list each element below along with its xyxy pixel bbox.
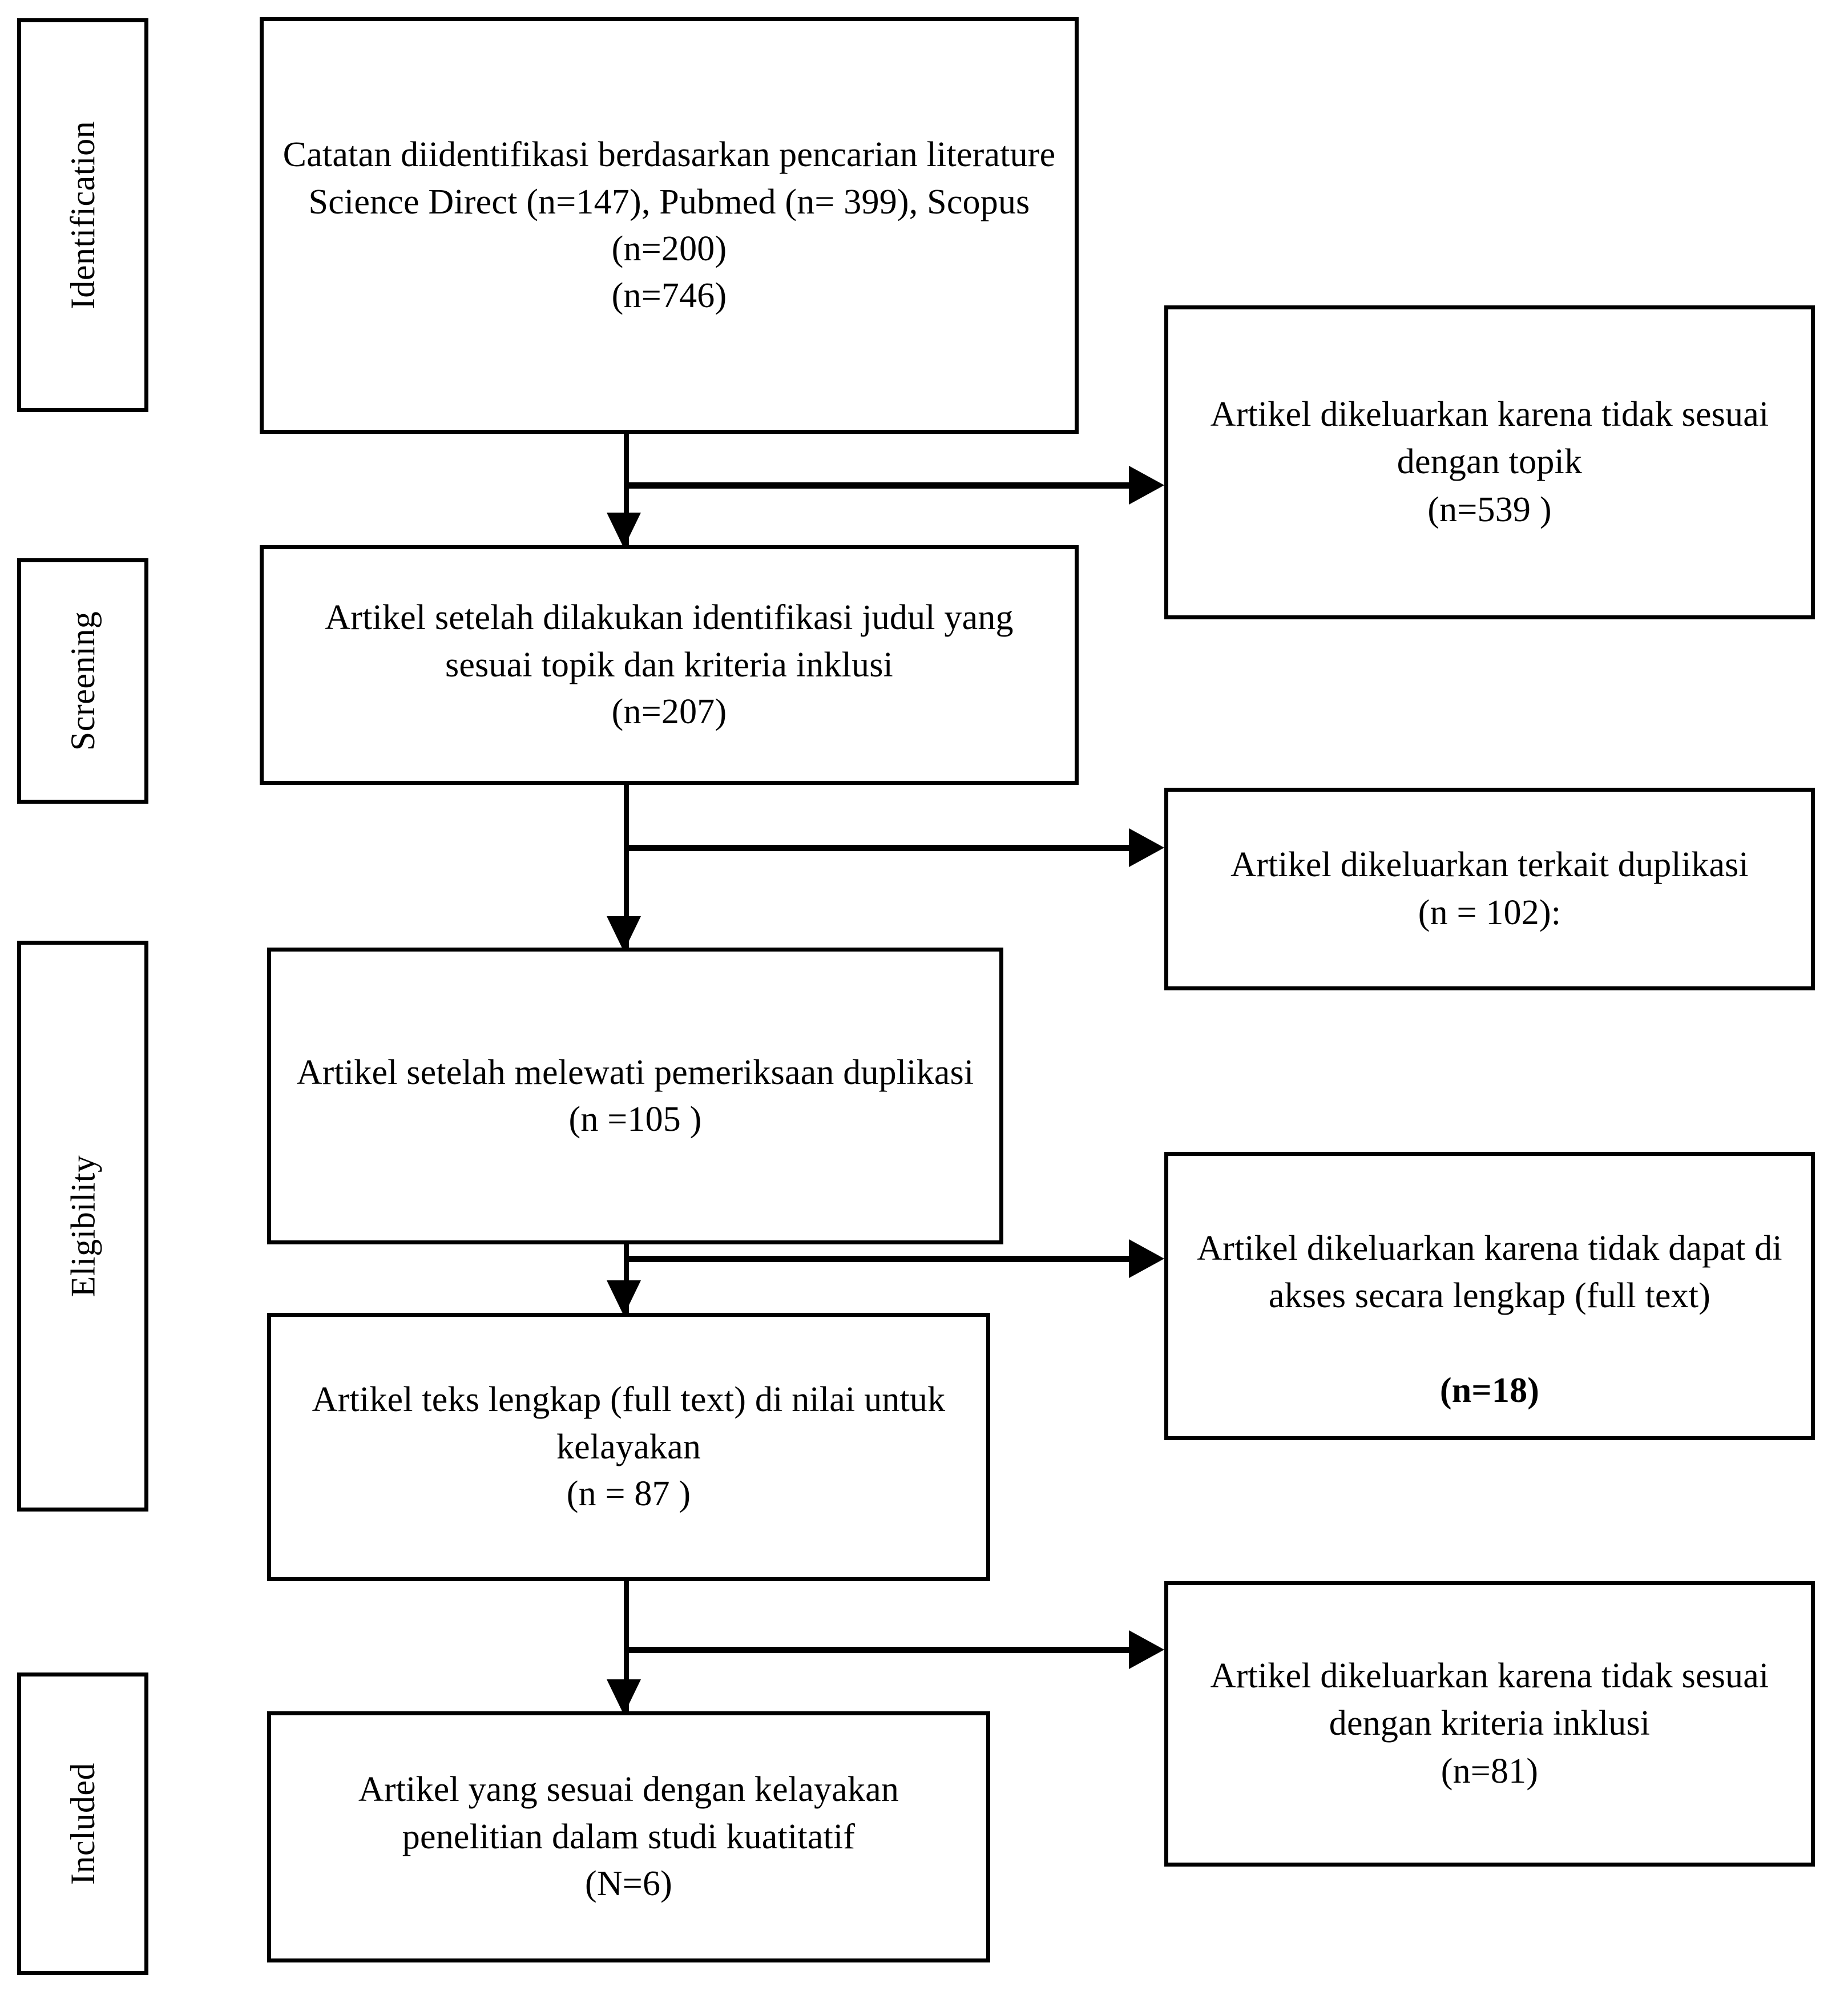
exclusion-box-excluded-duplicates: Artikel dikeluarkan terkait duplikasi (n… [1164, 788, 1815, 990]
connector-arrowhead-down-3 [607, 1280, 641, 1316]
connector-arrowhead-right-4 [1129, 1630, 1164, 1669]
stage-label-eligibility: Eligibility [17, 941, 148, 1512]
flow-box-after-title-screening-text: Artikel setelah dilakukan identifikasi j… [325, 598, 1014, 732]
exclusion-box-excluded-no-fulltext-text: Artikel dikeluarkan karena tidak dapat d… [1197, 1228, 1782, 1315]
stage-label-screening: Screening [17, 558, 148, 804]
connector-arrowhead-down-1 [607, 513, 641, 548]
connector-hline-1 [624, 482, 1132, 489]
flow-box-after-duplicate-check-text: Artikel setelah melewati pemeriksaan dup… [296, 1053, 974, 1139]
connector-arrowhead-right-2 [1129, 828, 1164, 867]
exclusion-box-excluded-no-fulltext: Artikel dikeluarkan karena tidak dapat d… [1164, 1152, 1815, 1440]
connector-hline-4 [624, 1647, 1132, 1653]
flow-box-after-title-screening: Artikel setelah dilakukan identifikasi j… [260, 545, 1079, 785]
flow-box-records-identified-text: Catatan diidentifikasi berdasarkan penca… [283, 135, 1056, 316]
connector-arrowhead-right-3 [1129, 1239, 1164, 1278]
flow-box-fulltext-assessed-text: Artikel teks lengkap (full text) di nila… [312, 1380, 946, 1514]
exclusion-box-excluded-criteria-text: Artikel dikeluarkan karena tidak sesuai … [1210, 1657, 1769, 1791]
connector-vline-2 [624, 785, 629, 950]
stage-label-included: Included [17, 1672, 148, 1975]
exclusion-box-excluded-off-topic: Artikel dikeluarkan karena tidak sesuai … [1164, 305, 1815, 619]
stage-label-included-text: Included [63, 1763, 102, 1885]
connector-vline-3 [624, 1244, 629, 1316]
exclusion-box-excluded-no-fulltext-count: (n=18) [1439, 1371, 1540, 1410]
flow-box-fulltext-assessed: Artikel teks lengkap (full text) di nila… [267, 1313, 990, 1581]
connector-hline-2 [624, 845, 1132, 851]
flow-box-after-duplicate-check: Artikel setelah melewati pemeriksaan dup… [267, 948, 1003, 1244]
stage-label-screening-text: Screening [64, 611, 102, 751]
flow-box-included-studies: Artikel yang sesuai dengan kelayakan pen… [267, 1711, 990, 1962]
stage-label-eligibility-text: Eligibility [64, 1155, 102, 1297]
flow-box-records-identified: Catatan diidentifikasi berdasarkan penca… [260, 17, 1079, 434]
flow-box-included-studies-text: Artikel yang sesuai dengan kelayakan pen… [358, 1770, 899, 1904]
stage-label-identification: Identification [17, 18, 148, 412]
connector-hline-3 [624, 1256, 1132, 1262]
connector-arrowhead-down-2 [607, 916, 641, 952]
stage-label-identification-text: Identification [64, 120, 102, 310]
exclusion-box-excluded-off-topic-text: Artikel dikeluarkan karena tidak sesuai … [1210, 395, 1769, 529]
exclusion-box-excluded-duplicates-text: Artikel dikeluarkan terkait duplikasi (n… [1230, 845, 1749, 932]
connector-arrowhead-right-1 [1129, 466, 1164, 505]
connector-vline-1 [624, 434, 629, 545]
exclusion-box-excluded-criteria: Artikel dikeluarkan karena tidak sesuai … [1164, 1581, 1815, 1867]
connector-arrowhead-down-4 [607, 1679, 641, 1715]
